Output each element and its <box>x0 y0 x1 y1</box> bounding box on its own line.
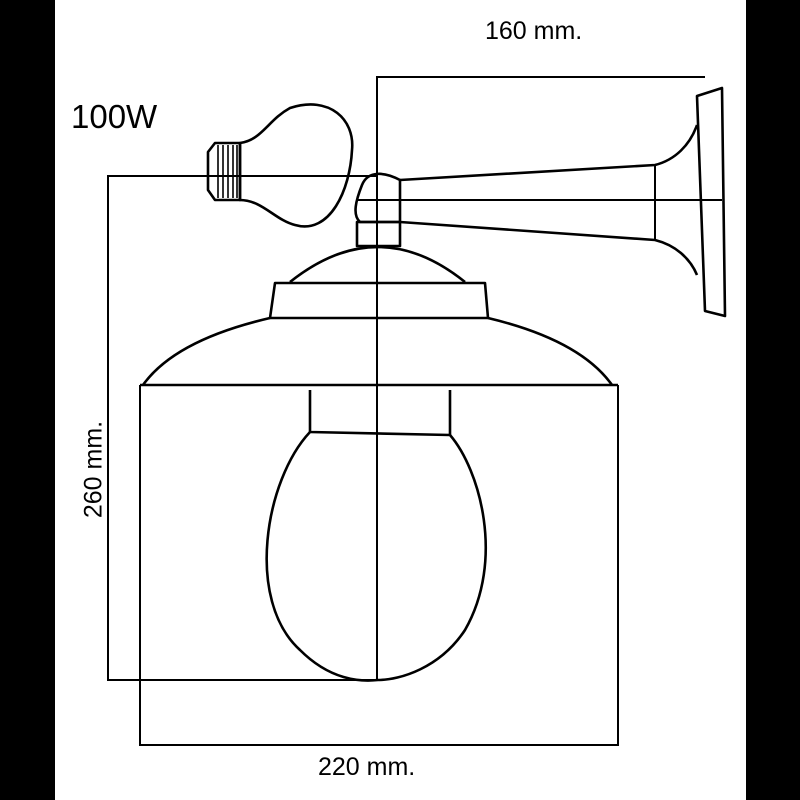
projection-dimension-label: 160 mm. <box>485 17 583 45</box>
wattage-label: 100W <box>71 98 158 135</box>
wall-bracket <box>354 86 727 318</box>
dimension-line-projection <box>376 76 705 680</box>
dimension-line-width <box>139 385 619 746</box>
dimension-line-height <box>107 175 376 681</box>
light-bulb-icon <box>206 103 354 228</box>
width-dimension-label: 220 mm. <box>318 753 416 781</box>
height-dimension-label: 260 mm. <box>79 420 108 519</box>
glass-globe <box>265 390 487 682</box>
lamp-shade <box>140 245 618 387</box>
drawing-sheet <box>55 0 746 800</box>
